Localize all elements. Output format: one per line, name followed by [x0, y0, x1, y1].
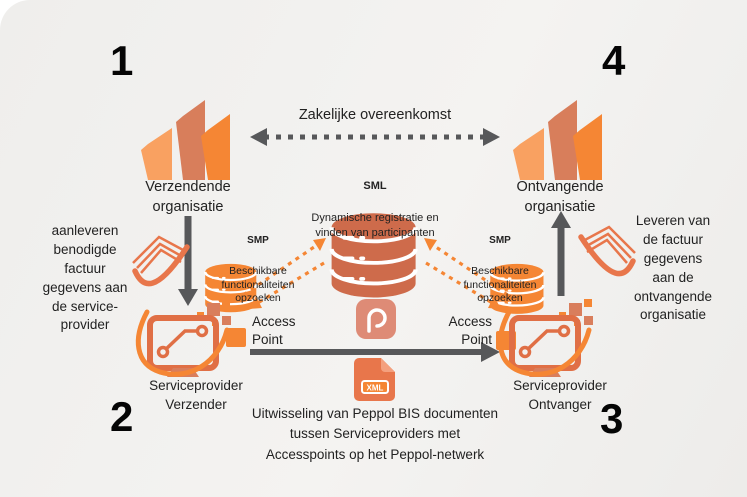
- step-number-1: 1: [110, 37, 134, 84]
- smp-left-title: SMP: [247, 235, 269, 246]
- peppol-logo: [356, 299, 396, 339]
- step-number-4: 4: [602, 37, 626, 84]
- left-side-note: aanleveren benodigde factuur gegevens aa…: [42, 223, 128, 333]
- business-agreement-label: Zakelijke overeenkomst: [298, 107, 452, 123]
- sending-organisation-label: Verzendende organisatie: [145, 179, 231, 216]
- xml-badge-label: XML: [367, 384, 384, 393]
- smp-left-description: Beschikbare functionaliteiten opzoeken: [221, 265, 295, 305]
- sml-title: SML: [363, 180, 387, 192]
- step-number-3: 3: [600, 395, 624, 442]
- smp-right-title: SMP: [489, 235, 511, 246]
- access-point-left-square-icon: [226, 328, 246, 347]
- sender-down-arrow: [178, 216, 198, 306]
- xml-document-icon: XML: [354, 358, 395, 401]
- smp-right-block: SMP Beschikbare functionaliteiten opzoek…: [440, 217, 560, 324]
- serviceprovider-receiver-label: Serviceprovider Ontvanger: [513, 378, 607, 412]
- business-agreement-arrow: [250, 128, 500, 146]
- smp-left-block: SMP Beschikbare functionaliteiten opzoek…: [198, 217, 318, 324]
- receiver-up-arrow: [551, 211, 571, 296]
- right-side-note: Leveren van de factuur gegevens aan de o…: [633, 213, 713, 323]
- sml-block: SML Dynamische registratie en vinden van…: [285, 162, 465, 259]
- accesspoint-transfer-arrow: [250, 342, 500, 362]
- receiving-organisation-label: Ontvangende organisatie: [516, 179, 604, 216]
- step-number-2: 2: [110, 393, 134, 440]
- exchange-note: Uitwisseling van Peppol BIS documenten t…: [251, 406, 499, 462]
- smp-left-lookup-arrows: [235, 238, 326, 309]
- smp-right-lookup-arrows: [424, 238, 516, 309]
- smp-right-description: Beschikbare functionaliteiten opzoeken: [463, 265, 537, 305]
- access-point-right-label: Access Point: [448, 314, 492, 347]
- sml-description: Dynamische registratie en vinden van par…: [311, 212, 439, 239]
- serviceprovider-sender-label: Serviceprovider Verzender: [149, 378, 243, 412]
- access-point-left-label: Access Point: [252, 314, 296, 347]
